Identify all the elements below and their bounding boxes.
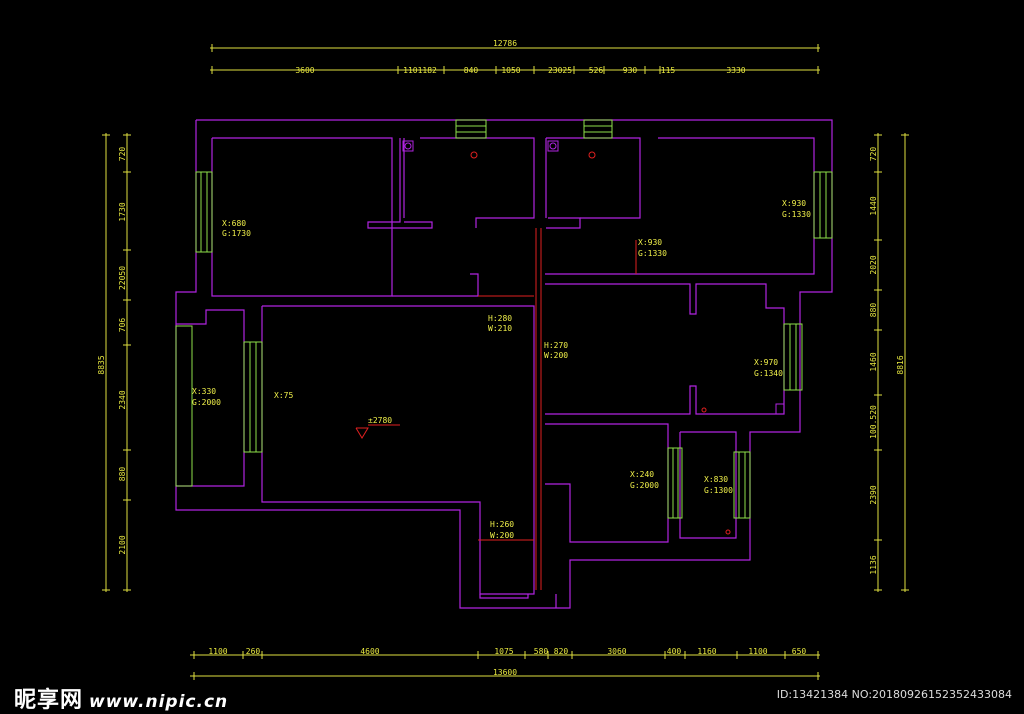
dimension-lines bbox=[102, 44, 909, 680]
dimension-labels: 12786 3600 1101182 840 1050 23025 526 93… bbox=[97, 39, 905, 677]
dim-right-seg: 2390 bbox=[869, 485, 878, 504]
room-label-g: G:1330 bbox=[638, 249, 667, 258]
dim-bottom-seg: 580 bbox=[534, 647, 549, 656]
dim-right-seg: 100.520 bbox=[869, 405, 878, 439]
dim-left-seg: 2100 bbox=[118, 535, 127, 554]
room-label-x: X:970 bbox=[754, 358, 778, 367]
room-label-x: X:680 bbox=[222, 219, 246, 228]
dim-bottom-seg: 1160 bbox=[697, 647, 716, 656]
watermark-url: www.nipic.cn bbox=[89, 692, 229, 712]
room-label-g: G:1730 bbox=[222, 229, 251, 238]
dim-left-seg: 720 bbox=[118, 147, 127, 162]
room-label-h: H:280 bbox=[488, 314, 512, 323]
dim-bottom-seg: 1100 bbox=[208, 647, 227, 656]
dim-right-seg: 1440 bbox=[869, 196, 878, 215]
room-label-w: W:210 bbox=[488, 324, 512, 333]
dim-top-seg: 23025 bbox=[548, 66, 572, 75]
dim-right-seg: 720 bbox=[869, 147, 878, 162]
windows bbox=[175, 119, 833, 519]
dim-bottom-seg: 1075 bbox=[494, 647, 513, 656]
fixtures bbox=[402, 140, 785, 415]
dim-bottom-seg: 400 bbox=[667, 647, 682, 656]
dim-right-total: 8816 bbox=[896, 355, 905, 374]
dim-top-seg: 840 bbox=[464, 66, 479, 75]
dim-right-seg: 880 bbox=[869, 303, 878, 318]
dim-left-seg: 880 bbox=[118, 467, 127, 482]
dim-top-seg: 526 bbox=[589, 66, 604, 75]
room-label-h: H:270 bbox=[544, 341, 568, 350]
dim-top-seg: 3600 bbox=[295, 66, 314, 75]
dim-top-seg: 1050 bbox=[501, 66, 520, 75]
dim-left-seg: 2340 bbox=[118, 390, 127, 409]
dim-left-total: 8835 bbox=[97, 355, 106, 374]
image-id-text: ID:13421384 NO:20180926152352433084 bbox=[776, 688, 1012, 701]
dim-left-seg: 22050 bbox=[118, 266, 127, 290]
dim-bottom-seg: 3060 bbox=[607, 647, 626, 656]
watermark-brand: 昵享网 bbox=[14, 688, 84, 713]
dim-bottom-total: 13600 bbox=[493, 668, 517, 677]
dim-top-total: 12786 bbox=[493, 39, 517, 48]
dim-top-seg: 1101182 bbox=[403, 66, 437, 75]
room-labels: X:680 G:1730 X:930 G:1330 X:930 G:1330 X… bbox=[192, 199, 811, 540]
dim-right-seg: 1136 bbox=[869, 555, 878, 574]
pipe-lines bbox=[355, 151, 731, 590]
room-label-x: X:330 bbox=[192, 387, 216, 396]
room-label-g: G:1330 bbox=[782, 210, 811, 219]
dim-top-seg: 3330 bbox=[726, 66, 745, 75]
room-label-g: G:2000 bbox=[630, 481, 659, 490]
dim-bottom-seg: 650 bbox=[792, 647, 807, 656]
room-label-x: X:930 bbox=[782, 199, 806, 208]
room-label-h: H:260 bbox=[490, 520, 514, 529]
dim-bottom-seg: 1100 bbox=[748, 647, 767, 656]
room-label-w: W:200 bbox=[544, 351, 568, 360]
room-label-x: X:240 bbox=[630, 470, 654, 479]
room-label-g: G:2000 bbox=[192, 398, 221, 407]
room-label-x: X:930 bbox=[638, 238, 662, 247]
elevation-label: ±2780 bbox=[368, 416, 392, 425]
room-label-x: X:830 bbox=[704, 475, 728, 484]
room-label-w: W:200 bbox=[490, 531, 514, 540]
dim-top-seg: 930 bbox=[623, 66, 638, 75]
dim-right-seg: 2020 bbox=[869, 255, 878, 274]
dim-top-seg: 115 bbox=[661, 66, 676, 75]
dim-bottom-seg: 4600 bbox=[360, 647, 379, 656]
room-label-g: G:1340 bbox=[754, 369, 783, 378]
dim-bottom-seg: 820 bbox=[554, 647, 569, 656]
dim-left-seg: 706 bbox=[118, 318, 127, 333]
dim-left-seg: 1730 bbox=[118, 202, 127, 221]
room-label-x: X:75 bbox=[274, 391, 293, 400]
dim-bottom-seg: 260 bbox=[246, 647, 261, 656]
room-label-g: G:1300 bbox=[704, 486, 733, 495]
dim-right-seg: 1460 bbox=[869, 352, 878, 371]
